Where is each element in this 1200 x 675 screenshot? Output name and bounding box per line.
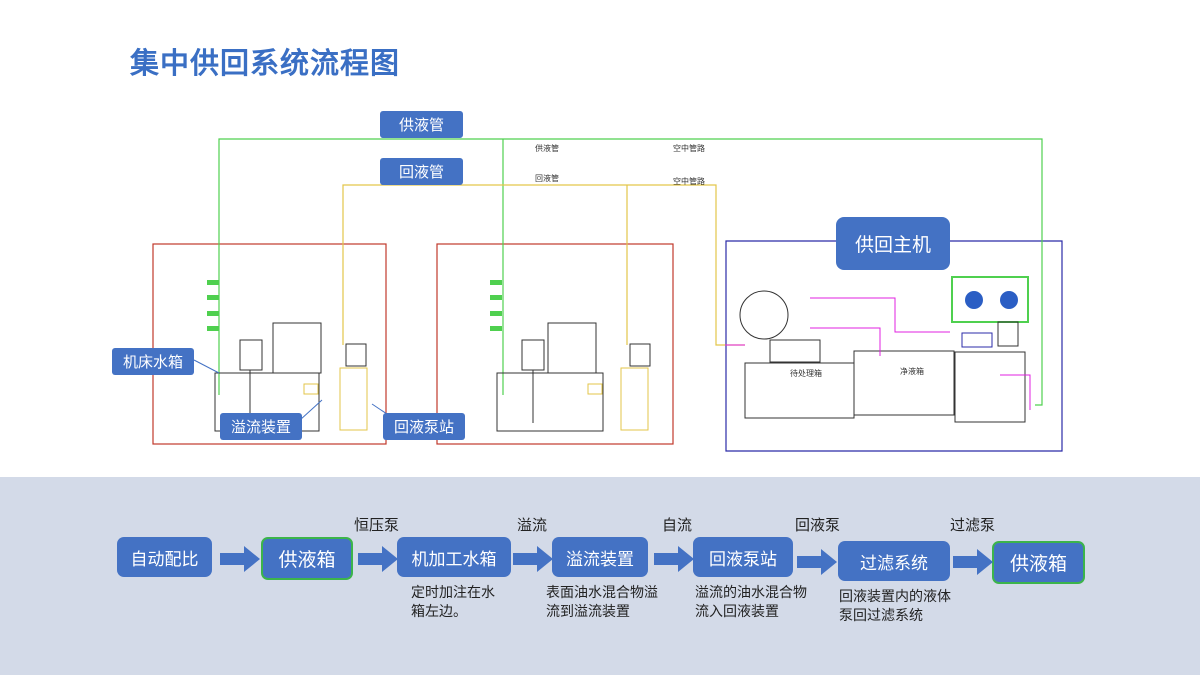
flow-step-supply-tank: 供液箱 [261,537,353,580]
overflow-device-label: 溢流装置 [220,413,302,440]
flow-step-overflow-device: 溢流装置 [552,537,648,577]
pointer-overflow [299,399,323,421]
small-label-air2: 空中管路 [673,177,705,186]
page-title: 集中供回系统流程图 [130,46,401,80]
supply-pipe-label: 供液管 [380,111,463,138]
note-machining-tank: 定时加注在水箱左边。 [411,585,495,620]
flow-step-return-pump: 回液泵站 [693,537,793,577]
pointer-machine-tank [193,359,220,374]
flow-step-auto-ratio: 自动配比 [117,537,212,577]
flow-arrow-5 [797,549,837,575]
pump-label-return: 回液泵 [795,516,841,534]
machine-frame-2 [436,243,674,445]
return-pipe-line [342,184,745,346]
small-label-return: 回液管 [535,174,559,183]
flow-step-machining-tank: 机加工水箱 [397,537,511,577]
small-label-air1: 空中管路 [673,144,705,153]
flow-arrow-4 [654,546,694,572]
host-equipment-drawing [739,276,1029,423]
return-pump-label: 回液泵站 [383,413,465,440]
flow-arrow-1 [220,546,260,572]
machine-1-drawing [214,322,368,432]
clean-tank-label: 净液箱 [900,367,924,376]
pump-label-overflow: 溢流 [517,516,548,534]
pump-label-constant-pressure: 恒压泵 [354,516,400,534]
return-pipe-label: 回液管 [380,158,463,185]
pump-label-filter: 过滤泵 [950,516,996,534]
flow-step-filtration: 过滤系统 [838,541,950,581]
supply-pipe-line [218,138,1043,406]
machine-tank-label: 机床水箱 [112,348,194,375]
flow-arrow-6 [953,549,993,575]
flow-step-supply-tank-final: 供液箱 [992,541,1085,584]
machine-2-drawing [496,322,651,432]
small-label-supply: 供液管 [535,144,559,153]
note-filtration: 回液装置内的液体泵回过滤系统 [839,589,951,624]
flow-arrow-3 [513,546,553,572]
note-return-pump: 溢流的油水混合物流入回液装置 [695,585,807,620]
magenta-piping [725,297,1031,410]
pump-label-gravity: 自流 [662,516,693,534]
machine-frame-1 [152,243,387,445]
valve-symbols [207,280,502,331]
system-diagram [152,138,1063,452]
note-overflow-device: 表面油水混合物溢流到溢流装置 [546,585,658,620]
fans [965,291,1018,309]
flow-arrow-2 [358,546,398,572]
main-unit-label: 供回主机 [836,217,950,270]
dirty-tank-label: 待处理箱 [790,369,822,378]
